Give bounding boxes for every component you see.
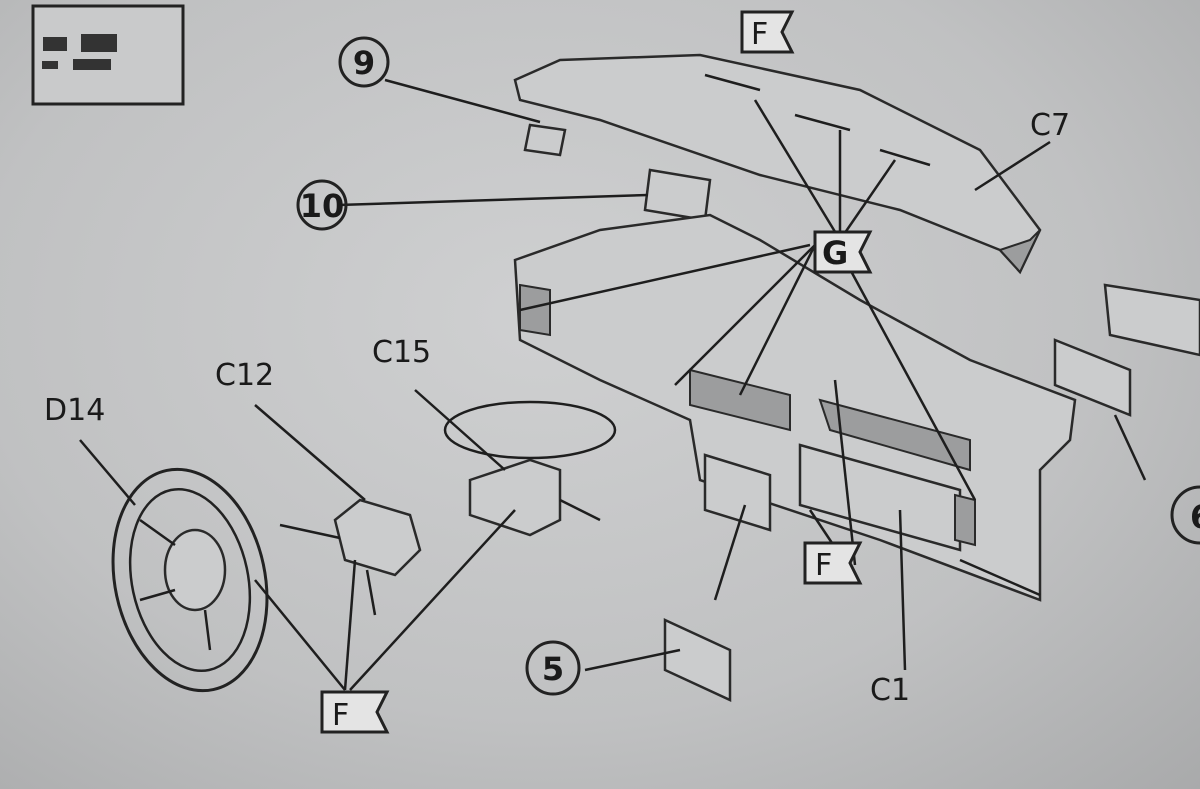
leader-lines xyxy=(79,78,1147,691)
label-d14: D14 xyxy=(44,393,105,428)
decal-6 xyxy=(1053,338,1132,417)
label-c7: C7 xyxy=(1030,108,1070,143)
decal-5 xyxy=(663,618,732,702)
svg-text:G: G xyxy=(822,234,848,272)
dashboard-top-part xyxy=(513,53,1042,275)
label-c15: C15 xyxy=(372,335,431,370)
flag-g: G xyxy=(813,230,873,274)
steering-wheel-part xyxy=(111,467,269,693)
callout-5: 5 xyxy=(525,640,581,696)
label-c1: C1 xyxy=(870,673,910,708)
callout-9: 9 xyxy=(338,36,390,88)
svg-text:5: 5 xyxy=(542,650,564,688)
column-switch-part xyxy=(279,498,422,616)
steering-column-part xyxy=(443,400,617,537)
svg-text:F: F xyxy=(332,698,349,733)
svg-text:9: 9 xyxy=(353,44,375,82)
decal-10 xyxy=(643,168,712,222)
side-part xyxy=(1103,283,1200,357)
svg-text:10: 10 xyxy=(300,187,345,225)
svg-text:6: 6 xyxy=(1190,498,1200,536)
inset-panel xyxy=(31,4,185,106)
flag-f-right: F xyxy=(803,541,863,585)
flag-f-bottom: F xyxy=(320,690,390,734)
svg-text:F: F xyxy=(751,17,768,52)
flag-f-top: F xyxy=(740,10,795,54)
dashboard-main-part xyxy=(513,213,1077,602)
svg-text:F: F xyxy=(815,548,832,583)
label-c12: C12 xyxy=(215,358,274,393)
callout-6: 6 xyxy=(1170,485,1200,545)
callout-10: 10 xyxy=(296,179,348,231)
decal-9 xyxy=(523,123,567,157)
